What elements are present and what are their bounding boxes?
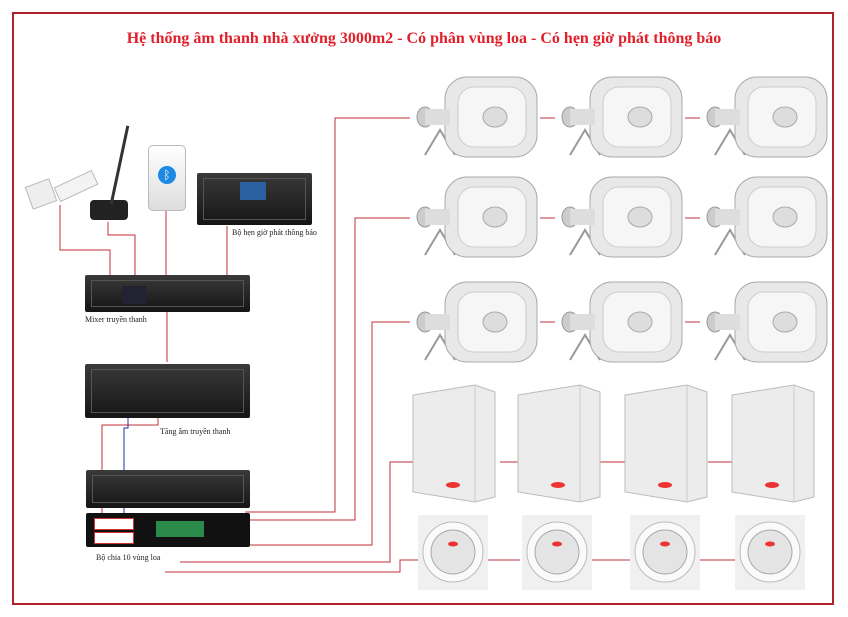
horn-speaker [706,176,828,258]
amplifier-device [85,364,250,418]
zone-selector-back [86,513,250,547]
horn-speaker [416,176,538,258]
horn-speaker [561,76,683,158]
wire-zone-1 [245,117,410,513]
cabinet-speaker [731,384,815,503]
ceiling-speaker [735,515,805,590]
wire-zone-5 [165,559,420,573]
mixer-device [85,275,250,312]
wire-usb [59,205,111,275]
wire-zone-4 [180,461,413,563]
diagram-title: Hệ thống âm thanh nhà xưởng 3000m2 - Có … [126,30,722,47]
ceiling-speaker [418,515,488,590]
horn-speaker [561,176,683,258]
cabinet-speaker [624,384,708,503]
horn-speaker [561,281,683,363]
horn-speaker [706,76,828,158]
timer-label: Bộ hẹn giờ phát thông báo [232,228,317,237]
zone-selector-label: Bộ chia 10 vùng loa [96,553,161,562]
horn-speaker [416,76,538,158]
wire-mic [107,222,136,275]
timer-device [197,173,312,225]
horn-speaker [416,281,538,363]
diagram-frame [12,12,834,605]
wire-zone-2 [185,217,410,521]
cabinet-speaker [412,384,496,503]
zone-selector-front [86,470,250,508]
mixer-label: Mixer truyền thanh [85,315,147,324]
ceiling-speaker [522,515,592,590]
cabinet-speaker [517,384,601,503]
ceiling-speaker [630,515,700,590]
bluetooth-icon: ᛒ [158,166,176,184]
horn-speaker [706,281,828,363]
wire-zone-3 [195,321,410,546]
amplifier-label: Tăng âm truyền thanh [160,427,231,436]
smartphone: ᛒ [148,145,186,211]
microphone [90,200,128,220]
